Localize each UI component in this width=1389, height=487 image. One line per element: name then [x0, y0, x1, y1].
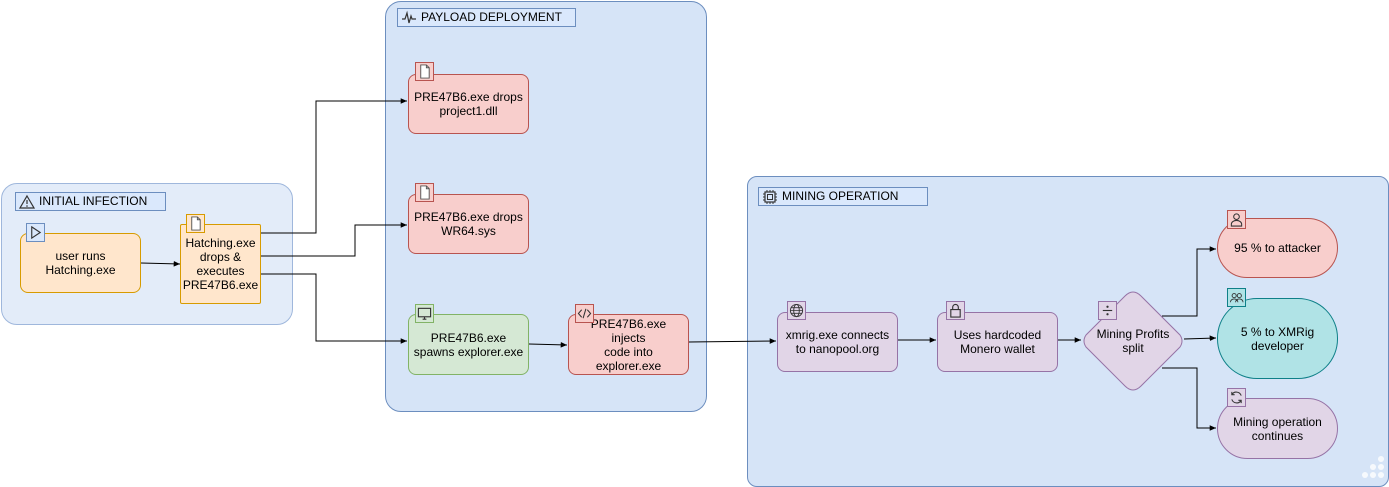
- lock-icon-badge: [946, 301, 965, 320]
- edge-injects-to-xmrig: [688, 338, 777, 344]
- file-icon: [191, 216, 201, 231]
- node-spawns-explorer[interactable]: PRE47B6.exe spawns explorer.exe: [408, 314, 529, 375]
- lock-icon: [950, 303, 961, 318]
- initial-infection-header: INITIAL INFECTION: [15, 192, 166, 211]
- initial-infection-title: INITIAL INFECTION: [39, 194, 148, 208]
- edge-spawns-to-injects: [528, 342, 568, 348]
- globe-icon: [789, 303, 804, 318]
- code-icon: [577, 308, 592, 319]
- code-icon-badge: [575, 304, 594, 323]
- monitor-icon: [417, 307, 432, 320]
- corner-dots-icon: [1362, 456, 1384, 478]
- warning-icon: [19, 194, 35, 209]
- file-icon-badge-sys: [415, 183, 434, 202]
- refresh-icon: [1231, 391, 1242, 404]
- node-mining-continues[interactable]: Mining operation continues: [1217, 398, 1338, 459]
- mining-operation-title: MINING OPERATION: [782, 189, 899, 203]
- play-icon: [31, 225, 42, 240]
- edge-split-to-attacker: [1162, 246, 1216, 317]
- node-profit-split[interactable]: Mining Profits split: [1081, 291, 1185, 391]
- node-xmrig-connects[interactable]: xmrig.exe connects to nanopool.org: [777, 312, 898, 372]
- file-icon-badge-dll: [415, 62, 434, 81]
- divide-icon-badge: [1098, 301, 1117, 320]
- file-icon: [420, 64, 430, 79]
- globe-icon-badge: [787, 301, 806, 320]
- file-icon: [420, 185, 430, 200]
- edge-hatching-to-sys: [261, 222, 407, 257]
- edge-hatching-to-dll: [261, 98, 407, 234]
- payload-deployment-title: PAYLOAD DEPLOYMENT: [421, 10, 562, 24]
- users-icon: [1229, 293, 1244, 303]
- edge-hatching-to-spawns: [261, 273, 407, 344]
- play-icon-badge: [26, 223, 45, 242]
- node-hatching[interactable]: Hatching.exe drops & executes PRE47B6.ex…: [180, 224, 261, 304]
- edge-split-to-continues: [1162, 367, 1216, 431]
- users-icon-badge: [1227, 288, 1246, 307]
- heartbeat-icon: [402, 10, 416, 23]
- node-user-runs[interactable]: user runs Hatching.exe: [20, 233, 141, 293]
- node-developer-share[interactable]: 5 % to XMRig developer: [1217, 298, 1338, 379]
- profit-split-label: Mining Profits split: [1096, 327, 1170, 355]
- edge-user-to-hatching: [140, 261, 181, 267]
- node-drops-dll[interactable]: PRE47B6.exe drops project1.dll: [408, 74, 529, 134]
- divide-icon: [1102, 305, 1113, 316]
- node-drops-sys[interactable]: PRE47B6.exe drops WR64.sys: [408, 194, 529, 254]
- refresh-icon-badge: [1227, 388, 1246, 407]
- edge-split-to-developer: [1183, 335, 1217, 341]
- payload-deployment-header: PAYLOAD DEPLOYMENT: [397, 8, 576, 27]
- node-attacker-share[interactable]: 95 % to attacker: [1217, 218, 1338, 278]
- cpu-icon: [763, 189, 777, 204]
- node-injects-code[interactable]: PRE47B6.exe injects code into explorer.e…: [568, 314, 689, 375]
- file-icon-badge-hatching: [186, 214, 205, 233]
- user-icon-badge: [1227, 210, 1246, 229]
- user-icon: [1230, 213, 1243, 227]
- monitor-icon-badge: [415, 304, 434, 323]
- mining-operation-header: MINING OPERATION: [758, 187, 928, 206]
- node-hardcoded-wallet[interactable]: Uses hardcoded Monero wallet: [937, 312, 1058, 372]
